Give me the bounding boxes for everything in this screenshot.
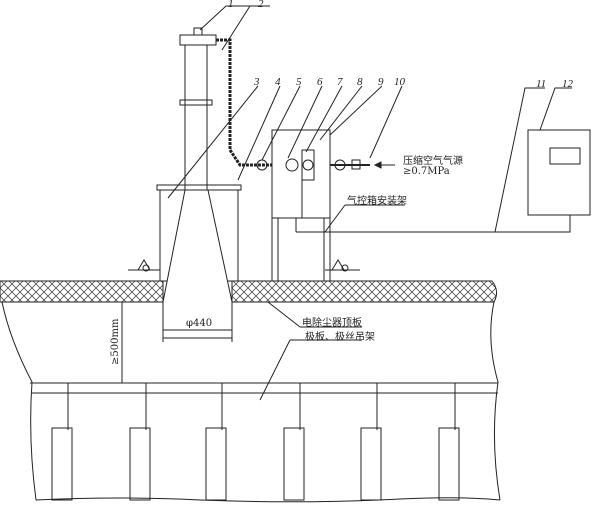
- air-source-label: 压缩空气气源: [403, 156, 463, 167]
- control-box-stand-label: 气控箱安装架: [347, 196, 407, 207]
- part-number-9: 9: [378, 76, 384, 88]
- part-number-2: 2: [258, 0, 264, 10]
- top-plate-label: 电除尘器顶板: [302, 318, 362, 329]
- part-number-8: 8: [357, 76, 363, 88]
- min-distance-label: ≥500mm: [110, 318, 121, 365]
- part-number-7: 7: [337, 76, 343, 88]
- part-number-6: 6: [317, 76, 323, 88]
- part-number-12: 12: [562, 78, 573, 90]
- hangers-label: 极板、极丝吊架: [305, 332, 375, 343]
- part-number-1: 1: [228, 0, 234, 10]
- part-number-10: 10: [394, 76, 405, 88]
- air-pressure-label: ≥0.7MPa: [403, 166, 450, 177]
- part-number-11: 11: [536, 78, 547, 90]
- hangers: [51, 383, 460, 501]
- part-number-4: 4: [275, 76, 281, 88]
- top-plate: [0, 280, 498, 303]
- insulator-column: [156, 27, 242, 331]
- part-number-3: 3: [254, 76, 260, 88]
- air-pipe: [216, 38, 272, 167]
- control-cabinet: [527, 129, 591, 216]
- diameter-label: φ440: [186, 318, 213, 329]
- precipitator-body: [1, 301, 501, 501]
- part-number-5: 5: [296, 76, 302, 88]
